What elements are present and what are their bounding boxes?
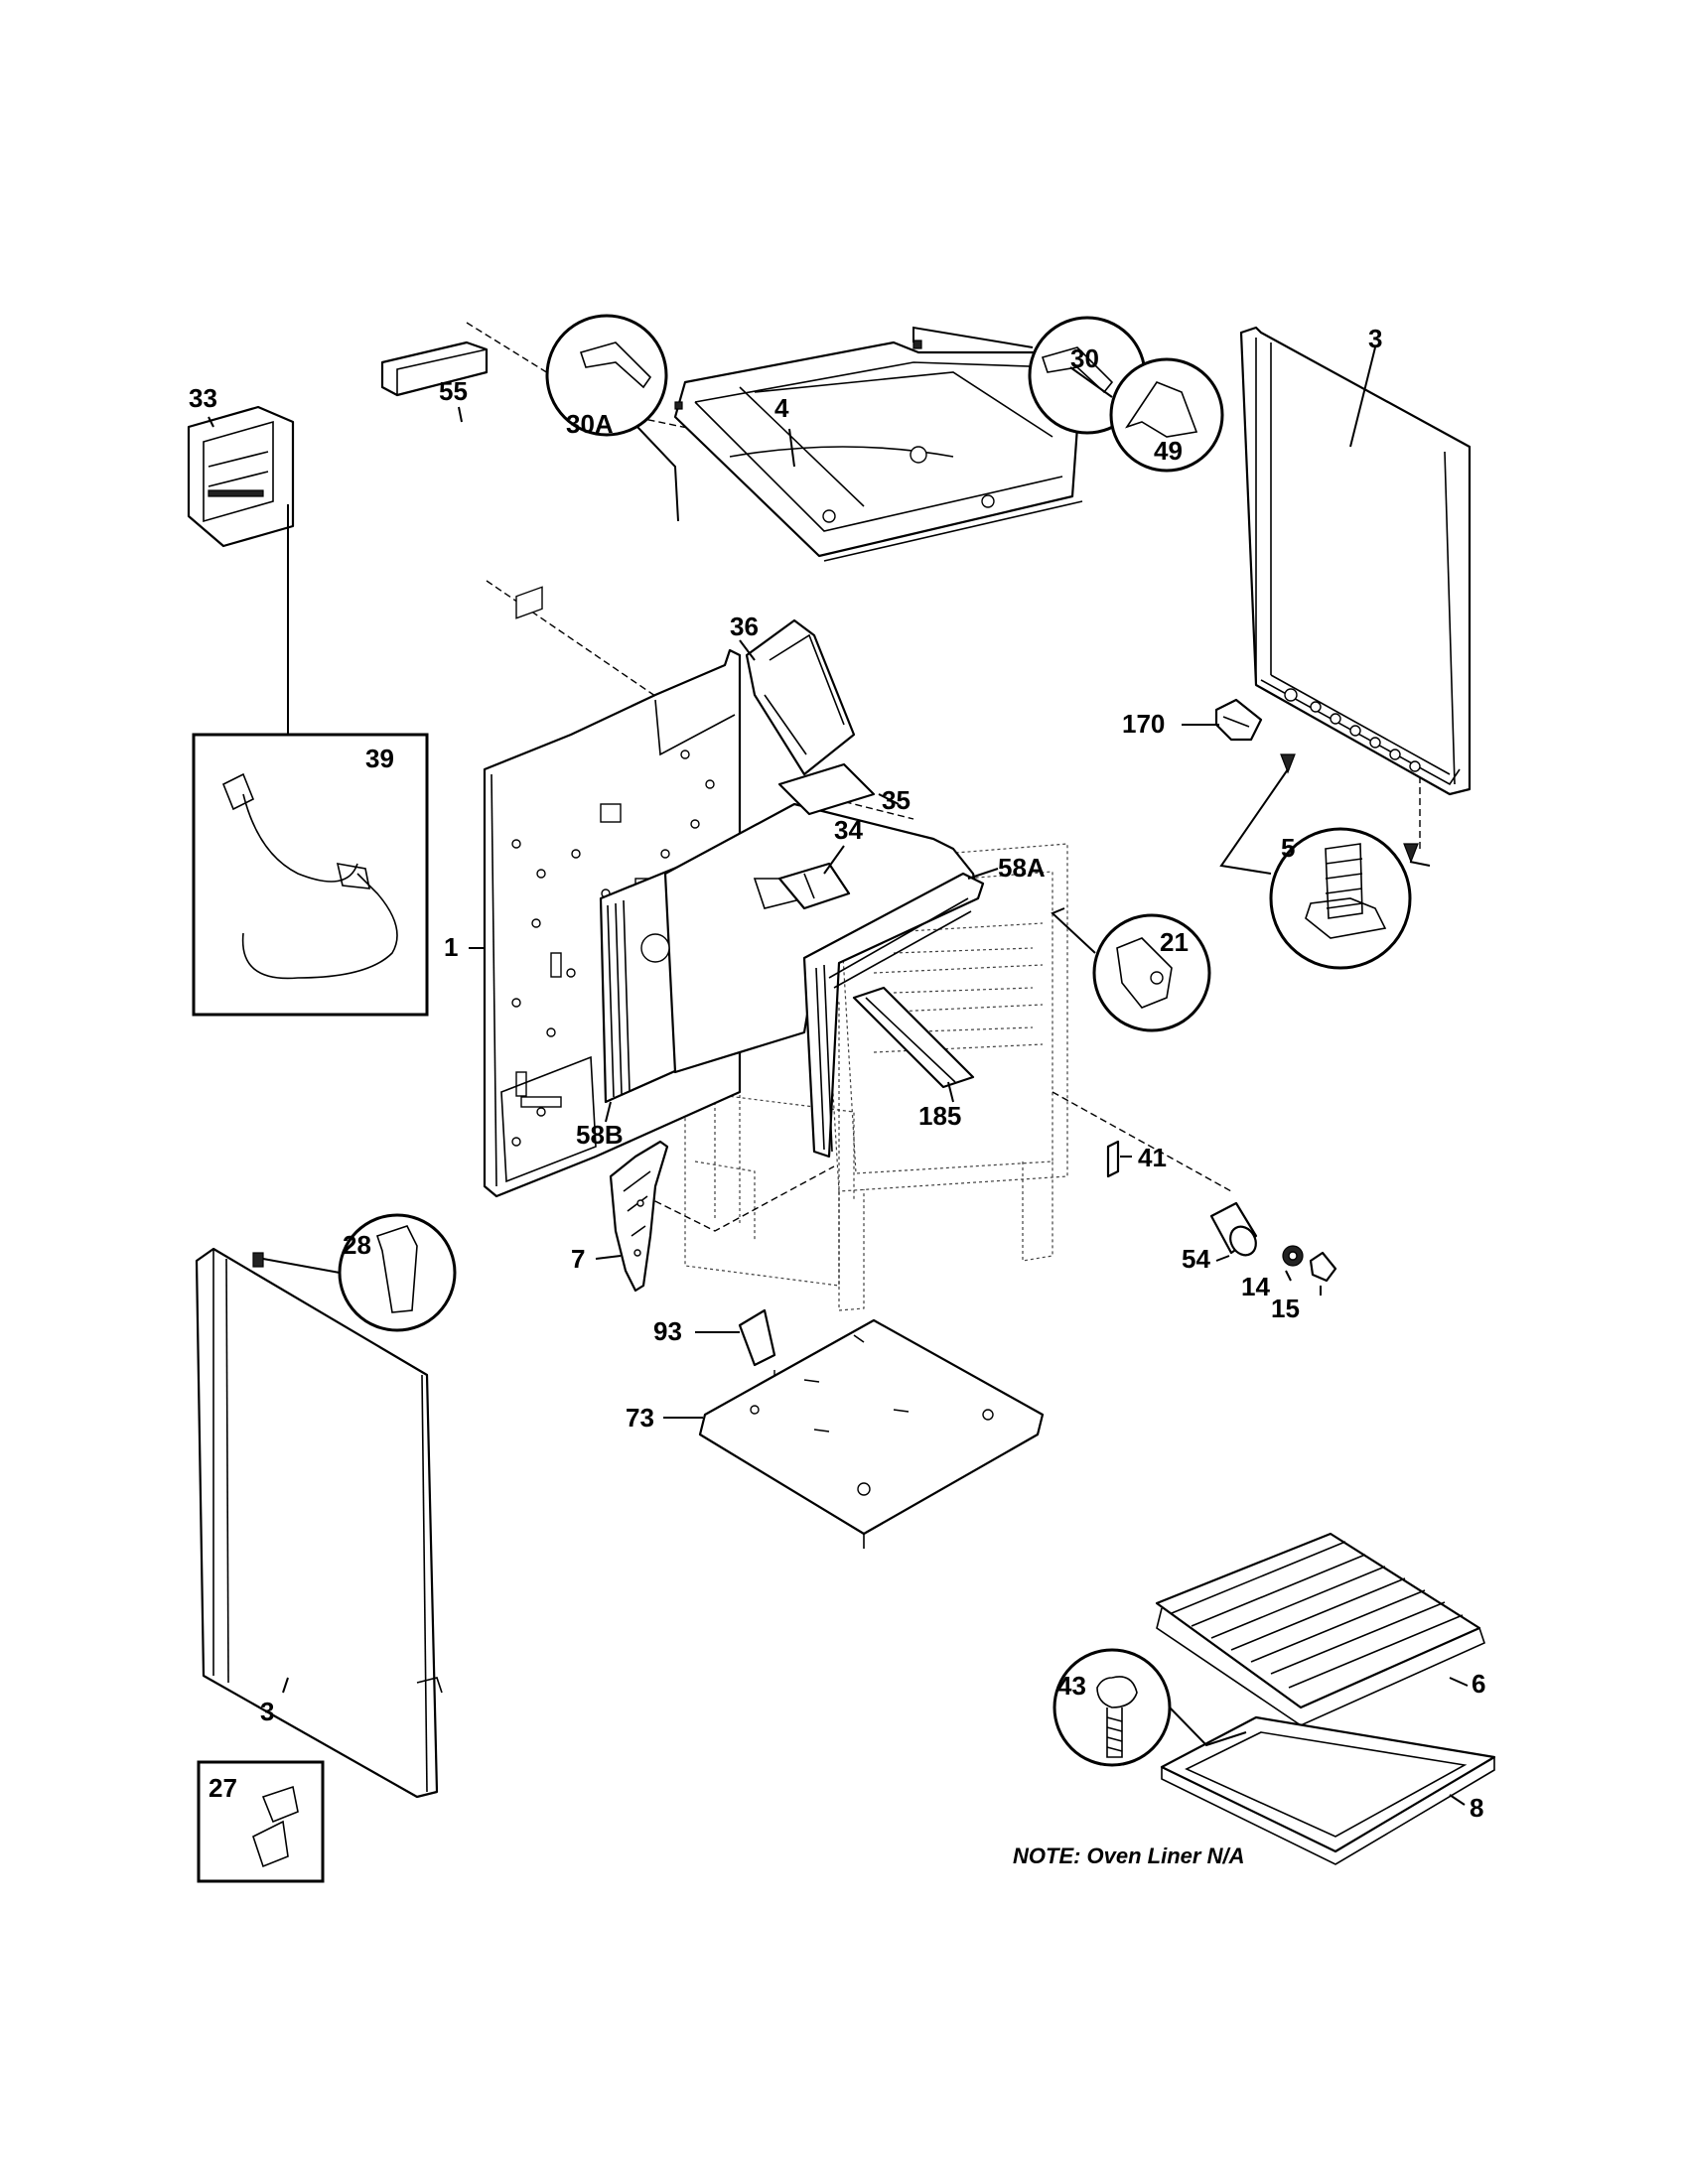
label-30: 30 <box>1070 343 1099 373</box>
detail-circle-5 <box>1219 768 1431 970</box>
top-panel-part-4 <box>673 340 1083 562</box>
label-170: 170 <box>1122 709 1165 739</box>
label-4: 4 <box>774 393 789 423</box>
label-39: 39 <box>365 744 394 773</box>
part-36 <box>745 618 856 776</box>
part-35 <box>777 762 876 816</box>
label-58b: 58B <box>576 1120 624 1150</box>
note-oven-liner: NOTE: Oven Liner N/A <box>1013 1843 1244 1868</box>
detail-box-27 <box>197 1760 325 1883</box>
label-1: 1 <box>444 932 458 962</box>
label-21: 21 <box>1160 927 1189 957</box>
bottom-panel-part-73 <box>698 1318 1045 1549</box>
part-185 <box>852 986 975 1089</box>
label-58a: 58A <box>998 853 1046 883</box>
side-panel-part-3-bottom <box>195 1247 443 1799</box>
label-35: 35 <box>882 785 911 815</box>
panel-bottom-holes <box>1284 688 1421 772</box>
label-6: 6 <box>1472 1669 1485 1699</box>
label-3-bottom: 3 <box>260 1697 274 1726</box>
hinge-part-7 <box>609 1140 669 1293</box>
leader-lines <box>208 346 1469 1806</box>
label-49: 49 <box>1154 436 1183 466</box>
detail-circle-28 <box>262 1213 457 1332</box>
label-36: 36 <box>730 612 759 641</box>
label-28: 28 <box>343 1230 371 1260</box>
label-43: 43 <box>1057 1671 1086 1701</box>
detail-circle-49 <box>1069 357 1224 473</box>
oven-rack-part-6 <box>1155 1532 1485 1726</box>
label-5: 5 <box>1281 833 1295 863</box>
part-93 <box>738 1308 776 1367</box>
callout-labels: 30A 30 4 3 33 55 49 36 170 39 35 34 5 58… <box>189 324 1485 1823</box>
label-3-top: 3 <box>1368 324 1382 353</box>
label-15: 15 <box>1271 1294 1300 1323</box>
back-panel-holes <box>511 750 715 1147</box>
label-93: 93 <box>653 1316 682 1346</box>
label-8: 8 <box>1470 1793 1483 1823</box>
detail-box-39 <box>192 733 429 1017</box>
broil-pan-part-8 <box>1160 1715 1496 1865</box>
detail-circle-43 <box>1052 1648 1247 1767</box>
side-panel-part-3-top <box>1239 326 1472 796</box>
label-27: 27 <box>209 1773 237 1803</box>
label-7: 7 <box>571 1244 585 1274</box>
detail-circle-21 <box>1051 907 1211 1032</box>
part-55 <box>380 341 489 397</box>
part-15-shape <box>1309 1251 1337 1283</box>
label-185: 185 <box>918 1101 961 1131</box>
label-73: 73 <box>626 1403 654 1433</box>
label-54: 54 <box>1182 1244 1210 1274</box>
label-30a: 30A <box>566 409 614 439</box>
label-55: 55 <box>439 376 468 406</box>
label-34: 34 <box>834 815 863 845</box>
bracket-part-170 <box>1214 698 1263 742</box>
label-33: 33 <box>189 383 217 413</box>
part-41 <box>1106 1140 1120 1178</box>
label-14: 14 <box>1241 1272 1270 1301</box>
insulation-part-58a <box>802 872 985 1159</box>
part-34 <box>777 862 851 910</box>
detail-circle-30a <box>545 314 679 522</box>
part-33 <box>187 405 295 735</box>
leveler-screws <box>1280 753 1419 864</box>
lamp-assembly <box>1209 1201 1337 1283</box>
label-41: 41 <box>1138 1143 1167 1172</box>
